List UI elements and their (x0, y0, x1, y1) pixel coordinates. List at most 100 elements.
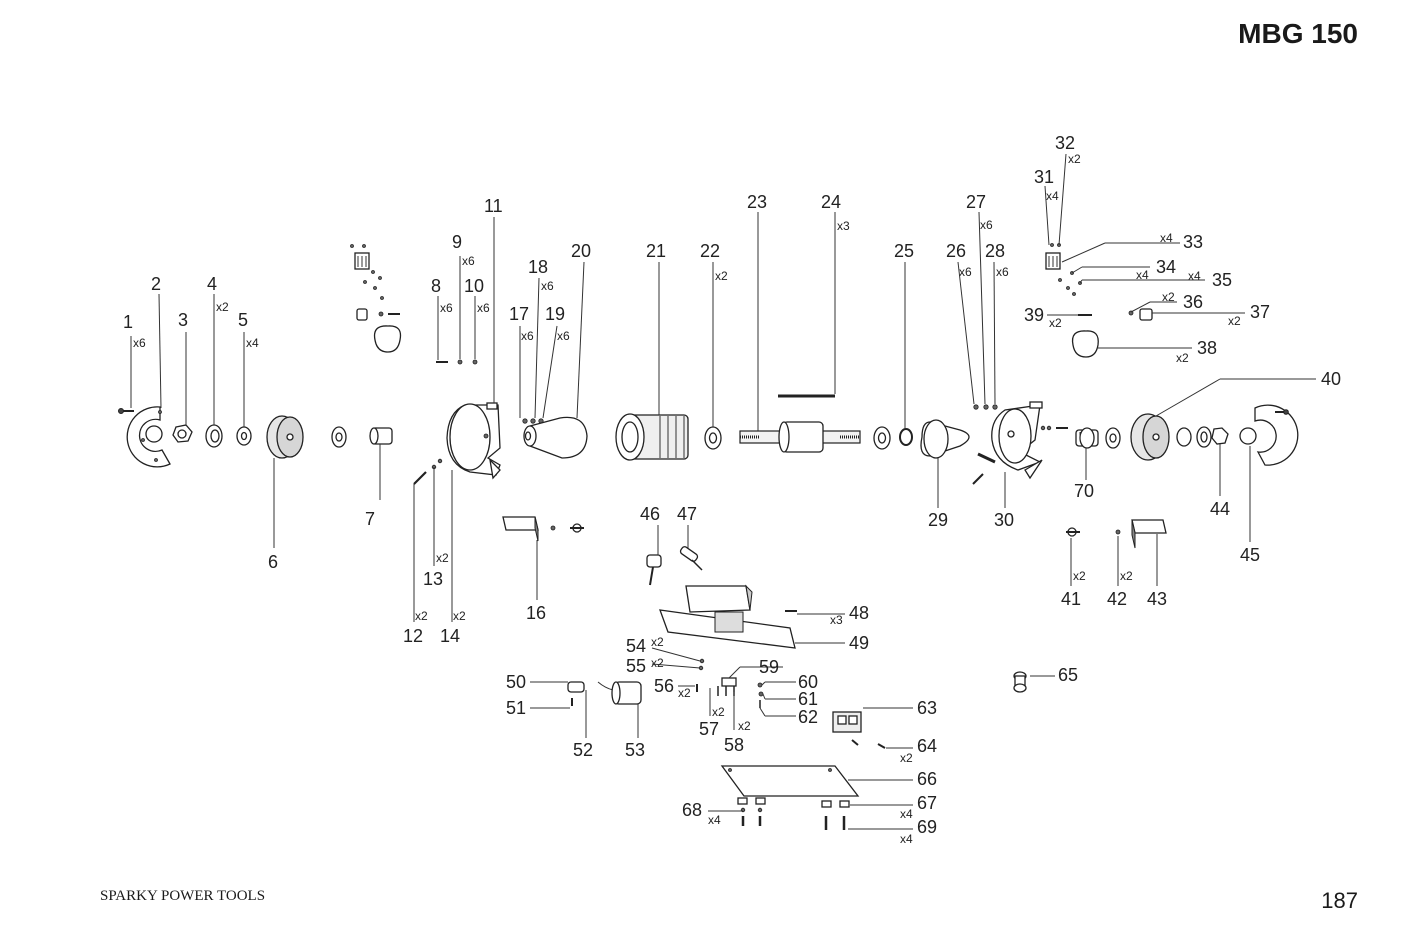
callout-number: 32 (1055, 133, 1075, 153)
callout-qty: x3 (830, 613, 843, 627)
callout-number: 58 (724, 735, 744, 755)
part-63-switch-box (832, 711, 886, 749)
callout-number: 57 (699, 719, 719, 739)
callout-number: 61 (798, 689, 818, 709)
callout-number: 37 (1250, 302, 1270, 322)
callout-number: 27 (966, 192, 986, 212)
callout-number: 40 (1321, 369, 1341, 389)
callout-number: 48 (849, 603, 869, 623)
callout-number: 11 (484, 196, 503, 216)
part-2-guard-cover (126, 406, 171, 468)
callout-qty: x4 (246, 336, 259, 350)
part-41-43-tool-rest (1066, 519, 1167, 549)
callout-qty: x2 (436, 551, 449, 565)
callout-qty: x4 (900, 807, 913, 821)
callout-number: 47 (677, 504, 697, 524)
callout-number: 42 (1107, 589, 1127, 609)
callout-qty: x6 (980, 218, 993, 232)
callout-qty: x2 (1162, 290, 1175, 304)
callout-number: 19 (545, 304, 565, 324)
callout-number: 43 (1147, 589, 1167, 609)
model-title: MBG 150 (1238, 18, 1358, 49)
part-17-19-nuts (522, 418, 544, 424)
part-fasteners-right (1040, 425, 1068, 431)
part-25-spring-ring (899, 428, 913, 446)
callout-number: 6 (268, 552, 278, 572)
callout-number: 23 (747, 192, 767, 212)
page-number: 187 (1321, 888, 1358, 913)
callout-qty: x6 (462, 254, 475, 268)
callout-number: 28 (985, 241, 1005, 261)
part-21-stator (615, 413, 689, 461)
callout-qty: x4 (708, 813, 721, 827)
callout-qty: x2 (453, 609, 466, 623)
callout-number: 64 (917, 736, 937, 756)
callout-qty: x6 (521, 329, 534, 343)
part-washer-right (1105, 427, 1121, 449)
part-26-28-nuts (973, 404, 998, 410)
callout-number: 49 (849, 633, 869, 653)
callout-qty: x2 (216, 300, 229, 314)
part-top-right-assembly (1045, 243, 1153, 358)
callout-qty: x4 (900, 832, 913, 846)
callout-number: 18 (528, 257, 548, 277)
callout-number: 50 (506, 672, 526, 692)
callout-number: 34 (1156, 257, 1176, 277)
part-bearing-right (873, 426, 891, 450)
callout-number: 67 (917, 793, 937, 813)
part-29-bearing-cap (920, 419, 970, 459)
part-70-flange (1075, 427, 1099, 449)
part-16-tool-rest (502, 516, 584, 542)
callout-qty: x2 (712, 705, 725, 719)
part-40-grinding-wheel (1130, 413, 1170, 461)
callout-number: 36 (1183, 292, 1203, 312)
part-54-62-small (696, 658, 764, 708)
callout-qty: x3 (837, 219, 850, 233)
callout-number: 53 (625, 740, 645, 760)
callout-number: 16 (526, 603, 546, 623)
callout-qty: x2 (415, 609, 428, 623)
callout-number: 9 (452, 232, 462, 252)
callout-number: 55 (626, 656, 646, 676)
callout-qty: x6 (440, 301, 453, 315)
part-22-bearing (704, 426, 722, 450)
callout-qty: x4 (1046, 189, 1059, 203)
callout-qty: x6 (996, 265, 1009, 279)
callout-number: 51 (506, 698, 526, 718)
callout-qty: x2 (1120, 569, 1133, 583)
callout-number: 46 (640, 504, 660, 524)
callout-number: 60 (798, 672, 818, 692)
callout-number: 44 (1210, 499, 1230, 519)
callout-number: 33 (1183, 232, 1203, 252)
callout-number: 8 (431, 276, 441, 296)
callout-number: 31 (1034, 167, 1054, 187)
part-5-washer (236, 426, 252, 446)
callout-number: 7 (365, 509, 375, 529)
callout-qty: x2 (738, 719, 751, 733)
callout-number: 25 (894, 241, 914, 261)
callout-number: 66 (917, 769, 937, 789)
callout-number: 41 (1061, 589, 1081, 609)
callout-number: 22 (700, 241, 720, 261)
part-67-69-feet (737, 797, 850, 830)
part-8-10-fasteners (436, 359, 478, 365)
callout-number: 68 (682, 800, 702, 820)
callout-qty: x2 (1049, 316, 1062, 330)
callout-number: 70 (1074, 481, 1094, 501)
callout-qty: x4 (1160, 231, 1173, 245)
part-50-53-capacitor (567, 681, 642, 706)
callout-number: 1 (123, 312, 133, 332)
callout-number: 20 (571, 241, 591, 261)
part-65-grommet (1013, 671, 1027, 693)
callout-number: 14 (440, 626, 460, 646)
callout-number: 2 (151, 274, 161, 294)
callout-qty: x2 (1068, 152, 1081, 166)
callout-number: 12 (403, 626, 423, 646)
callout-qty: x4 (1136, 268, 1149, 282)
leader-lines (130, 153, 1316, 830)
callout-number: 56 (654, 676, 674, 696)
callout-number: 24 (821, 192, 841, 212)
callout-number: 65 (1058, 665, 1078, 685)
part-11-motor-cover (446, 402, 501, 480)
